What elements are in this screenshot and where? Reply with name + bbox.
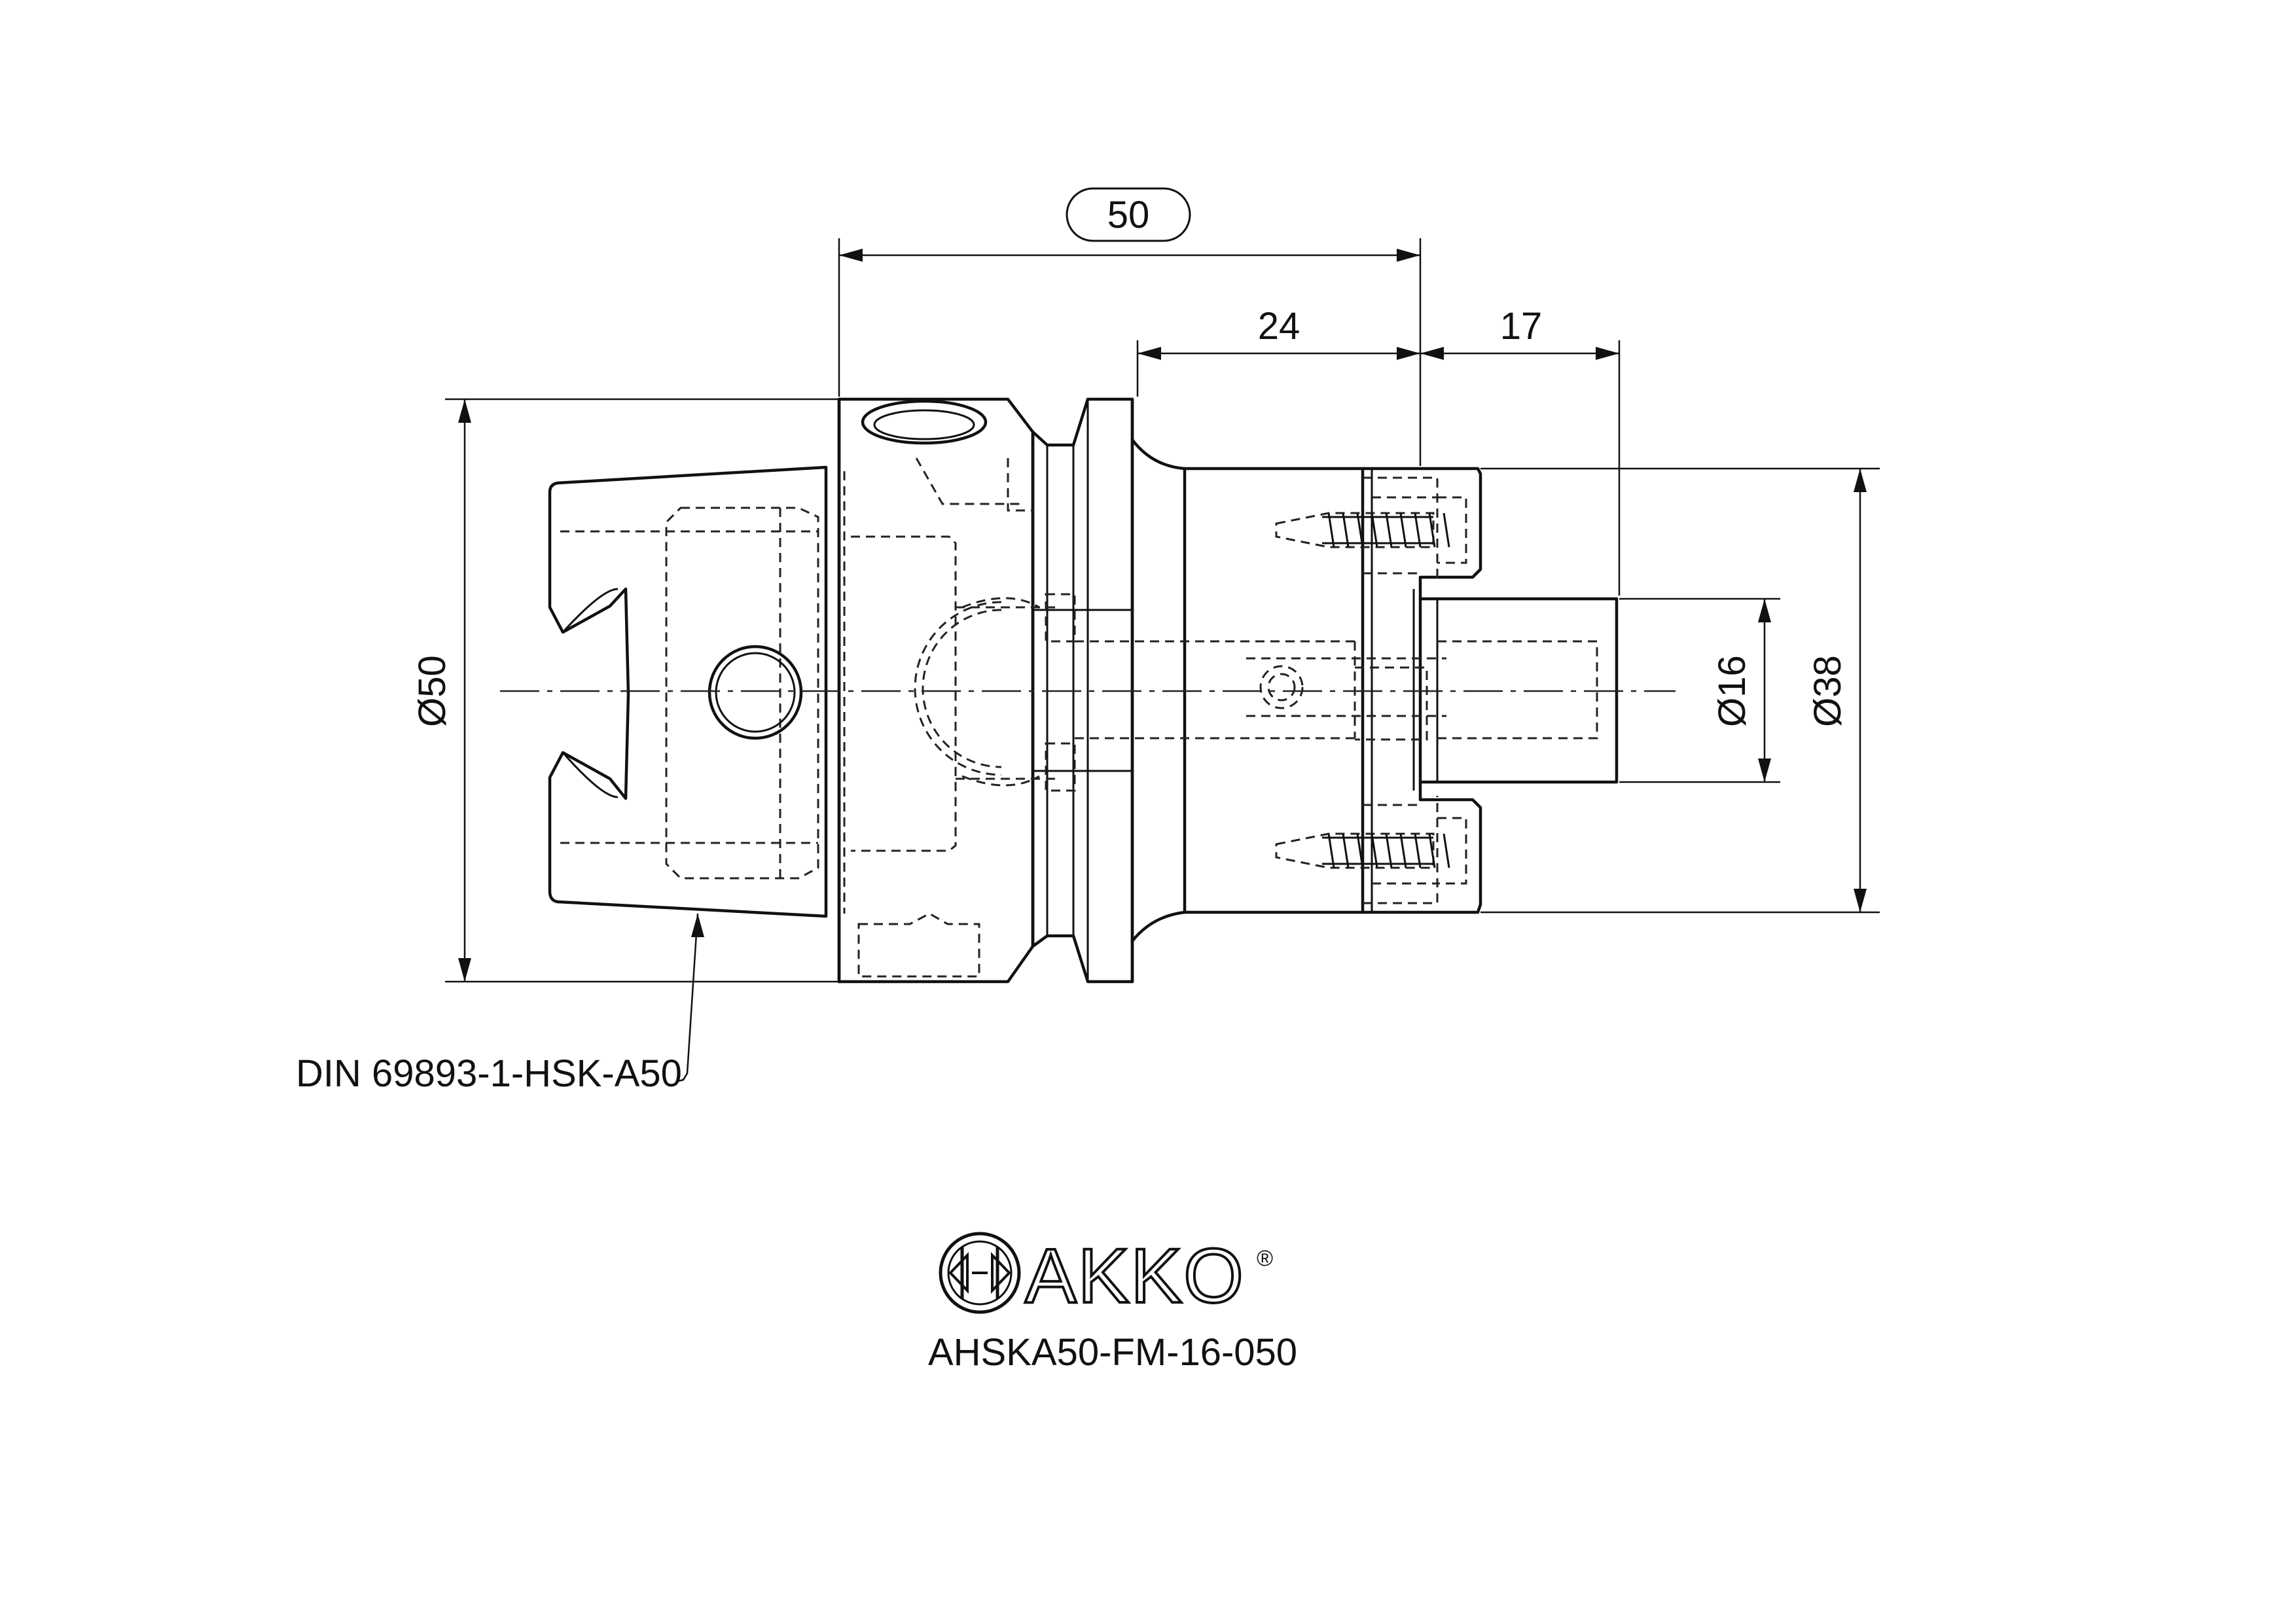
dim-overall-length-text: 50 [1107,194,1150,236]
dim-diameter-face-text: Ø38 [1806,655,1849,727]
shank-cross-hole [708,645,803,740]
dim-flange-length: 24 [1136,305,1420,397]
dim-overall-length: 50 [838,187,1422,466]
dim-diameter-face: Ø38 [1480,467,1880,914]
screw-bottom [1275,832,1450,869]
dim-projection-length-text: 17 [1500,305,1543,348]
dim-diameter-body: Ø50 [411,398,838,983]
dim-flange-length-text: 24 [1258,305,1300,348]
set-screw [1246,657,1446,741]
screw-top [1275,512,1450,548]
dim-diameter-bore: Ø16 [1619,597,1780,783]
coolant-ball [914,593,1076,792]
dim-diameter-body-text: Ø50 [411,655,454,727]
akko-logo-icon [939,1232,1021,1314]
dim-diameter-bore-text: Ø16 [1711,655,1753,727]
shank-hidden-lines [560,471,846,914]
registered-mark: ® [1257,1246,1273,1271]
standard-callout: DIN 69893-1-HSK-A50 [296,913,704,1095]
flange-hidden-lines [851,457,1060,978]
drive-slot [861,399,988,445]
dim-projection-length: 17 [1420,305,1621,596]
part-number: AHSKA50-FM-16-050 [928,1331,1297,1374]
brand-logo: AKKO ® [939,1232,1273,1321]
standard-callout-text: DIN 69893-1-HSK-A50 [296,1052,682,1095]
brand-name: AKKO [1025,1233,1245,1319]
